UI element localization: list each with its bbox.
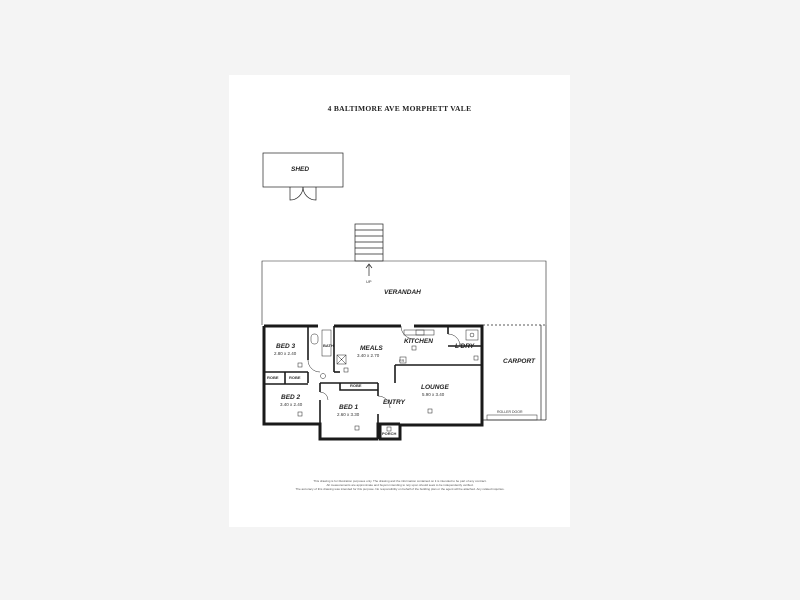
verandah-outline [261,260,547,325]
label-bed1: BED 1 [339,404,359,411]
property-title: 4 BALTIMORE AVE MORPHETT VALE [327,104,472,113]
label-robe-bed3: ROBE [267,375,279,380]
entry-door-swing [377,395,391,409]
rear-door-swing [400,325,415,340]
laundry-vent-icon [473,355,479,361]
label-porch: PORCH [382,431,397,436]
kitchen-bench [403,329,435,336]
label-up: UP [366,279,372,284]
label-lounge: LOUNGE [421,384,449,391]
label-robe-bed1: ROBE [350,383,362,388]
rear-steps [354,223,384,262]
bed1-vent-icon [354,425,360,431]
label-entry: ENTRY [383,399,405,406]
bed3-vent-icon [297,362,303,368]
laundry-drain-icon [469,332,475,338]
bed2-vent-icon [297,411,303,417]
label-verandah: VERANDAH [384,289,421,296]
disclaimer-line-1: This drawing is for illustration purpose… [313,479,487,483]
shower-cross [336,354,347,365]
carport-outline [483,324,547,421]
shed-double-door [289,186,317,201]
dim-meals: 3.40 x 2.70 [357,353,380,358]
label-ldry: L'DRY [455,343,475,350]
floor-plan-sheet [229,75,570,527]
label-carport: CARPORT [503,358,536,365]
disclaimer-line-2: All measurements are approximate and buy… [326,483,474,487]
laundry-trough-icon [465,329,479,341]
lounge-vent-icon [427,408,433,414]
bed2-door-swing [319,391,329,401]
label-robe-bed2: ROBE [289,375,301,380]
dim-bed3: 2.80 x 2.40 [274,351,297,356]
bathtub-icon [321,329,332,357]
dim-bed1: 2.60 x 3.30 [337,412,360,417]
shower-icon [336,354,347,365]
meals-vent-icon [343,367,349,373]
disclaimer-line-3: The accuracy of this drawing was intende… [295,487,505,491]
hall-light-icon [320,373,326,379]
up-arrow-icon [365,263,373,276]
dim-lounge: 5.90 x 3.40 [422,392,445,397]
toilet-icon [310,333,319,345]
label-bath: BATH [323,343,334,348]
dim-bed2: 3.40 x 2.40 [280,402,303,407]
label-bed2: BED 2 [281,394,301,401]
label-roller-door: ROLLER DOOR [497,410,523,414]
label-fire: FR [399,358,405,363]
laundry-door-swing [447,333,461,347]
kitchen-vent-icon [411,345,417,351]
label-kitchen: KITCHEN [404,338,433,345]
roller-door [486,414,538,421]
label-meals: MEALS [360,345,383,352]
interior-walls [264,326,482,424]
bath-door-swing [307,359,321,373]
fire-heater-icon [399,356,407,364]
kitchen-sink-icon [415,329,425,336]
porch-vent-icon [386,426,392,432]
label-shed: SHED [291,166,310,173]
disclaimer-text: This drawing is for illustration purpose… [270,479,530,491]
label-bed3: BED 3 [276,343,296,350]
